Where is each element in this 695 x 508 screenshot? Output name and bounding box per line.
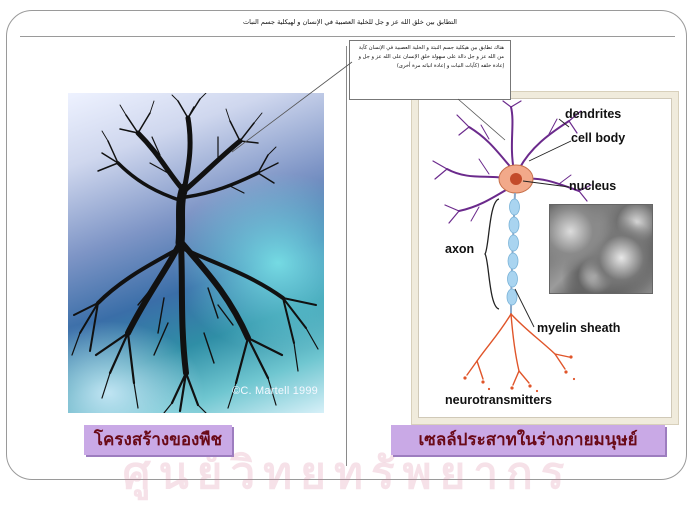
caption-neuron: เซลล์ประสาทในร่างกายมนุษย์ <box>391 425 665 455</box>
note-connector <box>0 0 695 489</box>
caption-plant-structure: โครงสร้างของพืช <box>84 425 232 455</box>
